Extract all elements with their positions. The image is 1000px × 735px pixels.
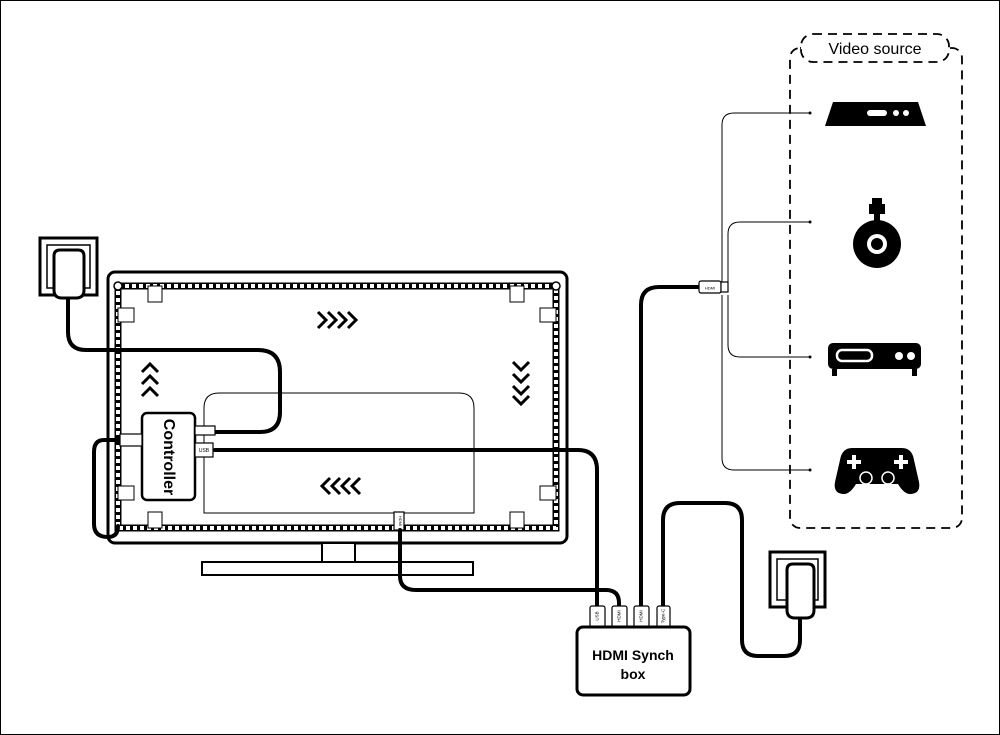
cables xyxy=(66,285,802,658)
video-source-title: Video source xyxy=(828,41,921,58)
clip xyxy=(147,285,163,303)
sync-ports xyxy=(589,605,671,628)
tv: HDMI xyxy=(106,270,569,576)
controller-power-cable xyxy=(66,298,282,434)
chevrons-up-icon xyxy=(140,361,160,398)
strip-end-ring xyxy=(113,281,123,291)
source-hdmi-connector: HDMI xyxy=(698,280,729,294)
branch-dongle xyxy=(727,221,810,287)
video-source-group: Video source xyxy=(789,33,963,529)
controller: Controller USB xyxy=(119,411,216,502)
video-source-title-pill xyxy=(800,33,950,63)
clip xyxy=(117,485,135,501)
sync-box-label-line1: HDMI Synch xyxy=(592,647,674,663)
tv-backplate xyxy=(203,392,475,514)
tv-hdmi-label: HDMI xyxy=(398,516,403,526)
hdmi-synch-box: USB HDMI HDMI Type-C HDMI Synch box xyxy=(575,605,692,697)
controller-usb-label: USB xyxy=(199,448,210,454)
controller-label: Controller xyxy=(160,419,177,495)
sync-box-body xyxy=(575,625,692,697)
branch-dots xyxy=(808,111,812,472)
tv-stand-neck xyxy=(321,542,356,563)
direction-arrows xyxy=(140,310,531,496)
clip xyxy=(509,511,525,529)
tv-hdmi-cable xyxy=(398,528,621,608)
source-hdmi-cable xyxy=(639,285,702,608)
gamepad-icon xyxy=(834,448,920,494)
clip xyxy=(509,285,525,303)
clip xyxy=(147,511,163,529)
sync-typec-label: Type-C xyxy=(661,608,666,623)
controller-strip-port xyxy=(119,433,143,447)
clip xyxy=(117,307,135,323)
chevrons-down-icon xyxy=(511,360,531,407)
sync-usb-label: USB xyxy=(595,611,600,620)
source-branch-lines xyxy=(721,112,810,471)
set-top-box-icon xyxy=(825,102,926,126)
branch-media-player xyxy=(727,295,810,358)
outlet-left xyxy=(38,236,99,300)
chevrons-left-icon xyxy=(319,476,362,496)
sync-hdmi-out-label: HDMI xyxy=(639,610,644,622)
strip-cable xyxy=(92,438,122,540)
led-strip-segments xyxy=(116,284,558,530)
tv-stand-base xyxy=(201,561,474,576)
usb-cable xyxy=(213,448,599,608)
sync-hdmi-in-label: HDMI xyxy=(617,610,622,622)
branch-gamepad xyxy=(721,295,810,471)
clip xyxy=(539,485,557,501)
clip xyxy=(539,307,557,323)
plug-icon xyxy=(52,248,86,300)
branch-set-top-box xyxy=(721,112,810,287)
strip-clips xyxy=(117,285,557,529)
outlet-right xyxy=(768,550,827,620)
streaming-dongle-icon xyxy=(853,198,901,268)
source-hdmi-label: HDMI xyxy=(705,286,715,291)
sync-power-cable xyxy=(661,501,802,658)
strip-end-ring xyxy=(551,281,561,291)
chevrons-right-icon xyxy=(316,310,359,330)
controller-power-port xyxy=(194,425,216,436)
plug-icon xyxy=(785,562,816,620)
media-player-icon xyxy=(828,343,921,376)
controller-usb-port xyxy=(194,442,214,458)
sync-box-label-line2: box xyxy=(621,666,646,682)
